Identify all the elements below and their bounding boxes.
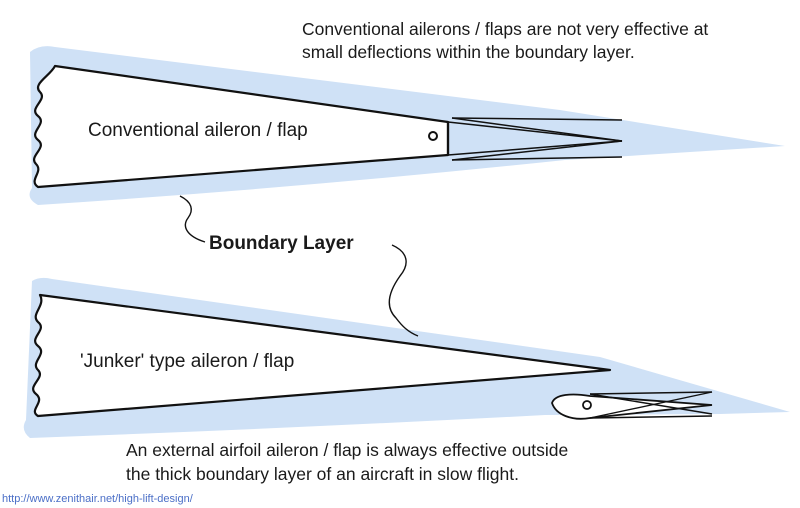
hinge-pivot: [428, 131, 438, 141]
bottom-annotation-line-2: the thick boundary layer of an aircraft …: [126, 464, 519, 484]
wing-section-junker: [32, 293, 612, 418]
external-airfoil-aileron: [551, 393, 713, 420]
wing-section-conventional: [33, 64, 450, 189]
top-annotation-line-1: Conventional ailerons / flaps are not ve…: [302, 19, 709, 39]
external-aileron-pivot: [582, 400, 592, 410]
external-aileron-deflections: [589, 391, 713, 419]
top-annotation: Conventional ailerons / flaps are not ve…: [302, 18, 708, 64]
boundary-layer-leader-top: [179, 195, 206, 243]
source-url-text: http://www.zenithair.net/high-lift-desig…: [2, 493, 193, 505]
boundary-layer-leader-bottom: [388, 244, 419, 337]
conventional-aileron-label: Conventional aileron / flap: [88, 120, 308, 141]
bottom-annotation: An external airfoil aileron / flap is al…: [126, 438, 568, 486]
junker-aileron-label: 'Junker' type aileron / flap: [80, 351, 295, 372]
bottom-annotation-line-1: An external airfoil aileron / flap is al…: [126, 440, 569, 460]
boundary-layer-label: Boundary Layer: [209, 233, 354, 254]
conventional-aileron-deflections: [447, 117, 623, 161]
top-annotation-line-2: small deflections within the boundary la…: [302, 42, 635, 62]
